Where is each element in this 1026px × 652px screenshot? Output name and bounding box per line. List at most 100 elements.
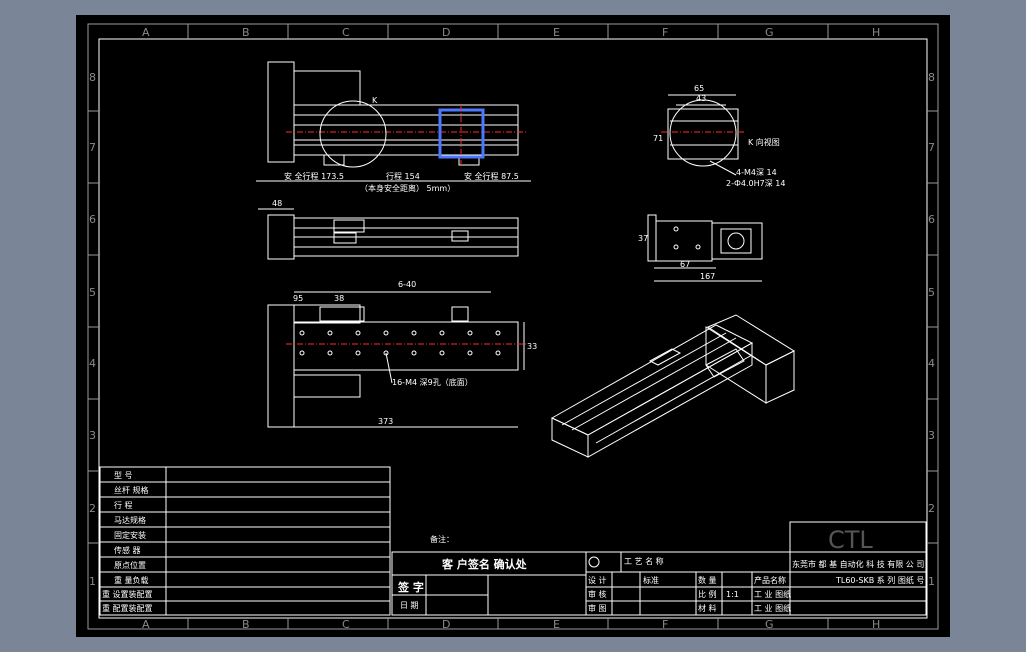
zone-row-1: 1: [89, 575, 96, 588]
zone-col-c-bottom: C: [342, 618, 350, 631]
k-view-title: K 向视图: [748, 137, 780, 147]
zone-row-8: 8: [89, 71, 96, 84]
spec-row-label: 丝杆 规格: [114, 485, 149, 495]
dim-stroke-safe-right: 安 全行程 87.5: [464, 171, 519, 181]
sign-label: 签 字: [397, 580, 424, 594]
check-label: 审 核: [588, 589, 607, 599]
count-label: 数 量: [698, 575, 717, 585]
dim-plan-height: 33: [527, 342, 537, 351]
spec-row-label: 重 量负载: [114, 575, 149, 585]
zone-row-5: 5: [89, 286, 96, 299]
ratio-label: 比 例: [698, 589, 717, 599]
zone-col-d: D: [442, 26, 450, 39]
dim-6-40: 6-40: [398, 280, 416, 289]
dim-37: 37: [638, 234, 648, 243]
zone-col-f-bottom: F: [662, 618, 668, 631]
spec-row-label: 型 号: [114, 471, 133, 480]
m4-note-2: 2-Ф4.0H7深 14: [726, 179, 785, 188]
ratio-value: 1:1: [726, 590, 739, 599]
spec-row-label: 行 程: [114, 500, 133, 510]
zone-row-4-right: 4: [928, 357, 935, 370]
k-view[interactable]: 65 43 71 K 向视图 4-M4深 14 2-Ф4.0H7深 14: [653, 84, 785, 188]
dim-167: 167: [700, 272, 715, 281]
holes-note: 16-M4 深9孔（底面）: [392, 377, 473, 387]
zone-col-a: A: [142, 26, 150, 39]
zone-row-8-right: 8: [928, 71, 935, 84]
zone-row-1-right: 1: [928, 575, 935, 588]
design-label: 设 计: [588, 575, 607, 585]
front-view[interactable]: K 安 全行程 173.5 行程 154 安 全行程 87.5 （本身安全距离）…: [256, 61, 531, 193]
zone-col-e-bottom: E: [553, 618, 560, 631]
material-label: 材 料: [698, 603, 717, 613]
zone-col-g-bottom: G: [765, 618, 774, 631]
zone-col-b-bottom: B: [242, 618, 250, 631]
date-label: 日 期: [400, 601, 419, 610]
zone-column-labels-top: A B C D E F G H: [142, 26, 880, 39]
process-name: 工 艺 名 称: [624, 556, 664, 566]
zone-col-h: H: [872, 26, 880, 39]
dim-71: 71: [653, 134, 663, 143]
dim-stroke: 行程 154: [386, 171, 420, 181]
dim-stroke-note: （本身安全距离） 5mm）: [360, 183, 455, 193]
isometric-view[interactable]: [550, 314, 796, 458]
zone-col-h-bottom: H: [872, 618, 880, 631]
zone-row-4: 4: [89, 357, 96, 370]
projection-symbol-icon: [588, 556, 600, 568]
zone-row-3-right: 3: [928, 429, 935, 442]
notes-label: 备注：: [430, 534, 454, 544]
dim-38: 38: [334, 294, 344, 303]
spec-row-label: 传感 器: [114, 545, 141, 555]
side-view[interactable]: 48: [258, 199, 519, 260]
dim-stroke-safe-left: 安 全行程 173.5: [284, 171, 344, 181]
zone-col-e: E: [553, 26, 560, 39]
drawing-sheet: A B C D E F G H A B C D E F G H 8 7 6 5 …: [76, 15, 950, 637]
end-view[interactable]: 37 67 167: [638, 214, 763, 282]
title-block: 工 艺 名 称 设 计 审 核 审 图 标准 数 量 比 例 1:1 材 料 产…: [585, 521, 927, 616]
zone-row-7: 7: [89, 141, 96, 154]
dim-48: 48: [272, 199, 282, 208]
model-name: TL60-SKB 系 列 图纸 号: [835, 575, 924, 585]
dim-43: 43: [696, 94, 706, 103]
zone-row-labels-right: 8 7 6 5 4 3 2 1: [928, 71, 935, 588]
zone-row-6-right: 6: [928, 213, 935, 226]
zone-row-labels-left: 8 7 6 5 4 3 2 1: [89, 71, 96, 588]
zone-col-g: G: [765, 26, 774, 39]
audit-label: 审 图: [588, 603, 607, 613]
zone-col-c: C: [342, 26, 350, 39]
zone-col-a-bottom: A: [142, 618, 150, 631]
brand-logo: CTL: [828, 526, 873, 554]
zone-col-f: F: [662, 26, 668, 39]
zone-row-7-right: 7: [928, 141, 935, 154]
zone-row-3: 3: [89, 429, 96, 442]
m4-note: 4-M4深 14: [736, 168, 777, 177]
dim-67: 67: [680, 260, 690, 269]
drawing-no-label-2: 工 业 图纸: [754, 603, 791, 613]
customer-approval: 备注： 客 户签名 确认处 签 字 日 期: [391, 534, 587, 616]
spec-row-label: 重 设置装配置: [102, 589, 153, 599]
product-name-label: 产品名称: [754, 575, 786, 585]
zone-ticks: [88, 24, 938, 629]
k-label: K: [372, 96, 378, 105]
dim-95: 95: [293, 294, 303, 303]
dim-65: 65: [694, 84, 704, 93]
zone-col-d-bottom: D: [442, 618, 450, 631]
inner-border: [98, 38, 928, 619]
customer-confirm-title: 客 户签名 确认处: [441, 557, 528, 571]
spec-row-label: 马达规格: [114, 515, 146, 525]
zone-row-2: 2: [89, 502, 96, 515]
company-name: 东莞市 都 基 自动化 科 技 有限 公 司: [792, 559, 924, 569]
spec-table: 型 号 丝杆 规格 行 程 马达规格 固定安装 传感 器 原点位置 重 量负载 …: [99, 466, 391, 616]
zone-row-5-right: 5: [928, 286, 935, 299]
zone-row-6: 6: [89, 213, 96, 226]
spec-row-label: 原点位置: [114, 560, 146, 570]
zone-col-b: B: [242, 26, 250, 39]
zone-row-2-right: 2: [928, 502, 935, 515]
standard-label: 标准: [643, 575, 659, 585]
zone-column-labels-bottom: A B C D E F G H: [142, 618, 880, 631]
spec-row-label: 固定安装: [114, 530, 146, 540]
dim-373: 373: [378, 417, 393, 426]
drawing-no-label: 工 业 图纸: [754, 589, 791, 599]
cad-drawing[interactable]: A B C D E F G H A B C D E F G H 8 7 6 5 …: [76, 15, 950, 637]
plan-view[interactable]: 6-40 95 38 33 16-M4 深9孔（底面） 373: [267, 280, 537, 428]
spec-row-label: 重 配置装配置: [102, 603, 153, 613]
